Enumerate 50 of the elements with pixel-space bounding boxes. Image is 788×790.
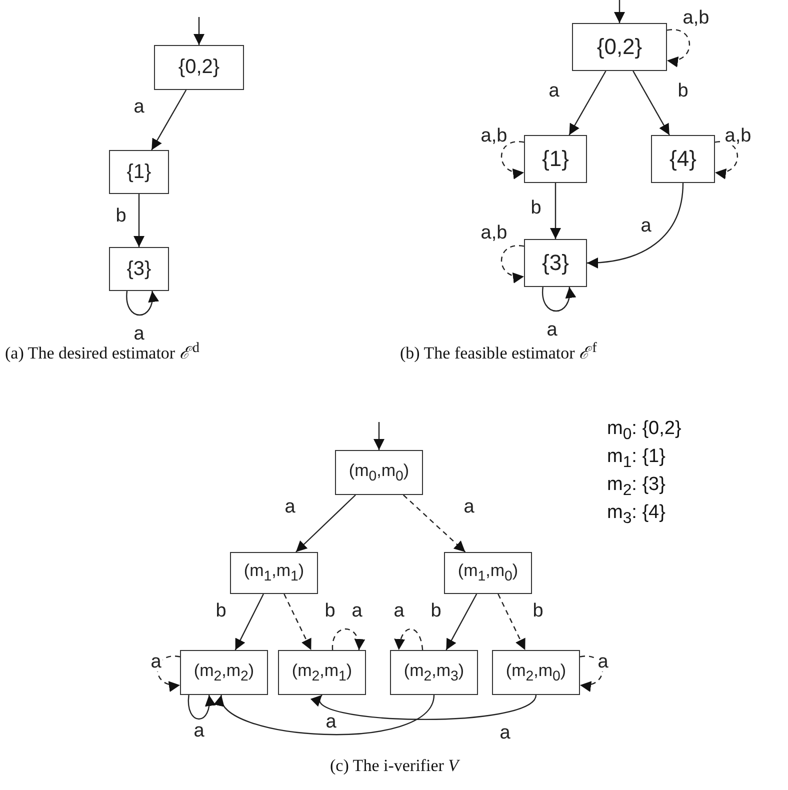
state-box: {1} [109,150,169,194]
state-box: {1} [524,135,587,183]
arrow [666,29,690,66]
state-box: {3} [524,239,587,287]
state-box: {0,2} [154,45,244,90]
state-box: (m$_{2}$,m$_{0}$) [492,650,580,695]
state-box: (m$_{1}$,m$_{0}$) [444,552,532,594]
arrow [550,183,561,239]
arrow [151,90,187,150]
figure-caption: (c) The i-verifier V [330,756,459,776]
arrow [632,70,670,136]
state-box: (m$_{2}$,m$_{2}$) [180,650,268,695]
state-box: (m$_{0}$,m$_{0}$) [335,450,423,495]
arrow [126,290,158,316]
edge-label: a,b [480,126,508,146]
state-box: {4} [651,135,715,183]
arrow [234,594,264,650]
figure-caption: (b) The feasible estimator ℰ$^{f}$ [400,340,597,364]
arrow [614,0,625,23]
arrow [284,594,312,650]
state-box: (m$_{1}$,m$_{1}$) [230,552,318,594]
arrow [542,286,576,312]
definition-text: m$_{2}$: {3} [607,474,666,500]
arrow [580,656,604,691]
arrow [498,594,526,650]
arrow [156,656,180,691]
edge-label: a,b [724,126,752,146]
arrow [332,628,364,650]
definition-text: m$_{1}$: {1} [607,446,666,472]
arrow [403,494,466,552]
arrow [188,694,216,720]
state-box: (m$_{2}$,m$_{1}$) [278,650,366,695]
definition-text: m$_{0}$: {0,2} [607,418,682,444]
definition-text: m$_{3}$: {4} [607,502,666,528]
state-box: {3} [109,247,169,291]
arrow [394,628,424,650]
arrow [500,245,524,282]
arrow [374,422,384,450]
arrow [194,17,204,45]
arrow [296,494,356,552]
arrow [446,594,478,650]
state-box: {0,2} [572,23,667,71]
edge-label: a,b [480,224,508,242]
arrow [500,141,524,178]
arrow [134,194,144,247]
arrow [586,182,684,268]
arrow [568,70,606,136]
edge-label: a,b [682,8,710,28]
state-box: (m$_{2}$,m$_{3}$) [390,650,478,695]
arrow [714,141,738,178]
